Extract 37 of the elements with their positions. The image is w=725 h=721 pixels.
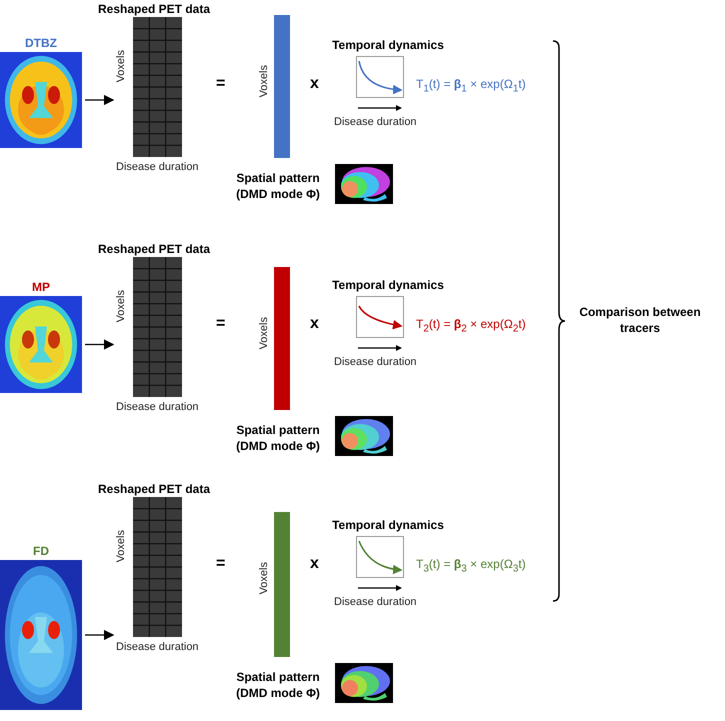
matrix-title: Reshaped PET data xyxy=(96,2,212,16)
axis-label: Disease duration xyxy=(334,596,417,608)
axis-label: Disease duration xyxy=(116,161,199,173)
equals-sign: = xyxy=(216,556,226,572)
formula: T$_{2}$(t) = β$_{2}$ × exp(Ω$_{2}$t) xyxy=(416,317,526,334)
spatial-pattern-label: Spatial pattern (DMD mode Φ) xyxy=(235,669,321,702)
spatial-pattern-label: Spatial pattern (DMD mode Φ) xyxy=(235,422,321,454)
temporal-title: Temporal dynamics xyxy=(331,518,445,532)
matrix-title: Reshaped PET data xyxy=(96,482,212,496)
axis-label: Voxels xyxy=(115,50,127,82)
arrow xyxy=(85,630,114,640)
axis-label: Voxels xyxy=(115,530,127,562)
arrow xyxy=(85,339,114,350)
axis-label: Voxels xyxy=(258,65,270,98)
axis-label: Disease duration xyxy=(116,401,199,413)
multiply-sign: x xyxy=(310,316,319,332)
axis-label: Voxels xyxy=(258,317,270,350)
spatial-pattern-label: Spatial pattern (DMD mode Φ) xyxy=(235,170,321,202)
axis-label: Voxels xyxy=(258,562,270,594)
axis-label: Disease duration xyxy=(116,641,199,653)
formula: T$_{1}$(t) = β$_{1}$ × exp(Ω$_{1}$t) xyxy=(416,77,526,94)
matrix-title: Reshaped PET data xyxy=(96,242,212,256)
comparison-label: Comparison between tracers xyxy=(578,304,702,336)
axis-label: Voxels xyxy=(115,290,127,322)
tracer-label: DTBZ xyxy=(24,36,58,50)
axis-label: Disease duration xyxy=(334,356,417,368)
arrow xyxy=(85,94,114,106)
tracer-label: FD xyxy=(32,544,50,558)
multiply-sign: x xyxy=(310,556,319,572)
formula: T$_{3}$(t) = β$_{3}$ × exp(Ω$_{3}$t) xyxy=(416,557,526,574)
multiply-sign: x xyxy=(310,76,319,92)
equals-sign: = xyxy=(216,76,226,92)
equals-sign: = xyxy=(216,316,226,332)
axis-label: Disease duration xyxy=(334,116,417,128)
temporal-title: Temporal dynamics xyxy=(331,38,445,52)
tracer-label: MP xyxy=(31,280,51,294)
temporal-title: Temporal dynamics xyxy=(331,278,445,292)
